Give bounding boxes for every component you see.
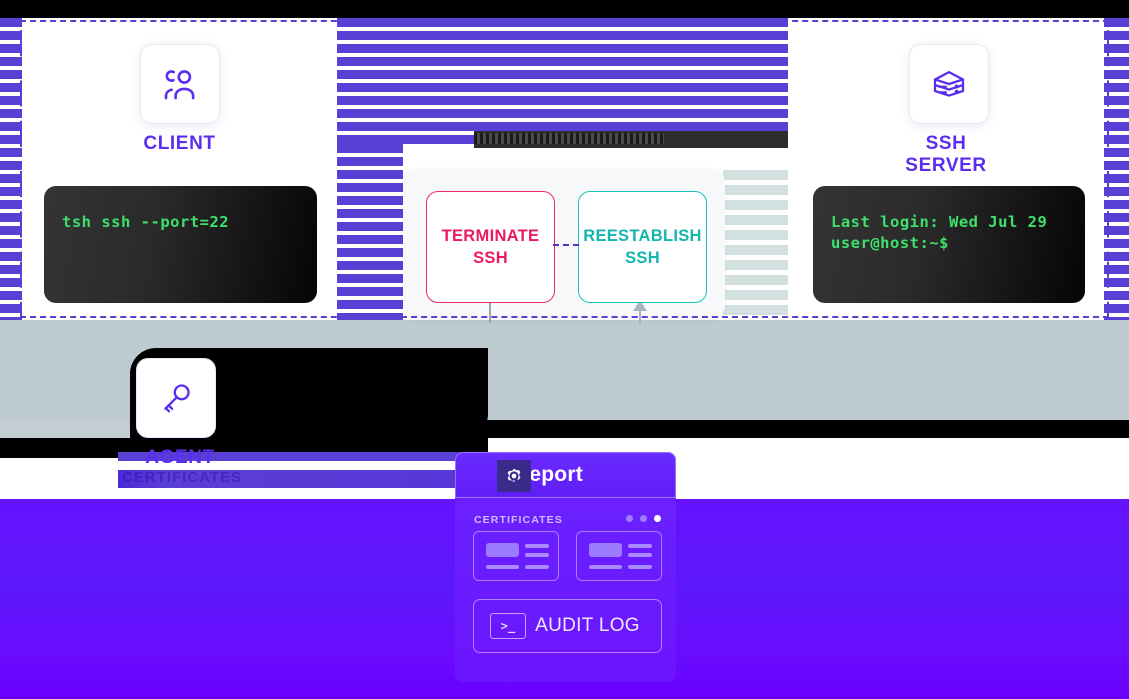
pager-dots[interactable] xyxy=(626,515,661,522)
server-terminal-line-2: user@host:~$ xyxy=(831,234,949,252)
key-icon xyxy=(136,358,216,438)
teleport-panel-header: Teleport xyxy=(455,452,676,498)
server-rack-icon xyxy=(909,44,989,124)
users-icon xyxy=(140,44,220,124)
ssh-server-label: SSH SERVER xyxy=(788,133,1104,177)
agent-label: AGENT xyxy=(145,447,215,468)
stripe-artifact-middle-lower xyxy=(337,144,403,320)
certificate-line xyxy=(525,565,549,569)
reestablish-ssh-label-line2: SSH xyxy=(625,249,660,267)
terminate-ssh-label-line1: TERMINATE xyxy=(441,227,540,245)
pager-dot-1[interactable] xyxy=(626,515,633,522)
client-terminal-line: tsh ssh --port=22 xyxy=(62,213,230,231)
ssh-server-label-line2: SERVER xyxy=(905,155,987,176)
agent-stripe-artifact xyxy=(118,452,463,461)
connector-arrow-up xyxy=(633,300,647,311)
stripe-artifact-left xyxy=(0,18,22,320)
pager-dot-2[interactable] xyxy=(640,515,647,522)
connector-arrow-stem xyxy=(639,311,641,325)
certificate-card-2[interactable] xyxy=(576,531,662,581)
ssh-server-panel: SSH SERVER Last login: Wed Jul 29 user@h… xyxy=(788,20,1104,318)
agent-sublabel: CERTIFICATES xyxy=(122,469,243,486)
black-artifact-bar-right xyxy=(455,420,1129,438)
stripe-artifact-right xyxy=(1104,18,1129,320)
terminate-ssh-label-line2: SSH xyxy=(473,249,508,267)
certificate-line xyxy=(486,565,519,569)
certificate-chip xyxy=(589,543,622,557)
connector-stub-terminate xyxy=(489,297,491,323)
audit-log-label: AUDIT LOG xyxy=(535,615,640,636)
certificate-line xyxy=(525,553,549,557)
certificate-line xyxy=(628,565,652,569)
client-label: CLIENT xyxy=(143,133,216,154)
certificate-line xyxy=(525,544,549,548)
ssh-server-terminal: Last login: Wed Jul 29 user@host:~$ xyxy=(813,186,1085,303)
reestablish-ssh-box[interactable]: REESTABLISH SSH xyxy=(578,191,707,303)
audit-log-button[interactable]: >_ AUDIT LOG xyxy=(473,599,662,653)
certificates-label: CERTIFICATES xyxy=(474,514,563,526)
row-stripe-artifact xyxy=(723,170,788,320)
agent-sublabel-artifact xyxy=(118,470,458,488)
top-black-bar xyxy=(0,0,1129,18)
glitch-bar-text xyxy=(474,133,664,144)
stripe-artifact-middle xyxy=(337,18,788,144)
server-terminal-line-1: Last login: Wed Jul 29 xyxy=(831,213,1048,231)
dashed-connector xyxy=(553,244,579,246)
gear-icon xyxy=(497,460,531,492)
certificate-chip xyxy=(486,543,519,557)
certificate-line xyxy=(628,544,652,548)
certificate-line xyxy=(628,553,652,557)
terminal-prompt-icon: >_ xyxy=(490,613,526,639)
certificate-card-1[interactable] xyxy=(473,531,559,581)
terminate-ssh-box[interactable]: TERMINATE SSH xyxy=(426,191,555,303)
ssh-server-label-line1: SSH xyxy=(925,133,967,154)
client-terminal: tsh ssh --port=22 xyxy=(44,186,317,303)
client-panel: CLIENT tsh ssh --port=22 xyxy=(22,20,337,318)
agent-node xyxy=(136,358,216,438)
reestablish-ssh-label-line1: REESTABLISH xyxy=(583,227,702,245)
certificate-line xyxy=(589,565,622,569)
pager-dot-3[interactable] xyxy=(654,515,661,522)
